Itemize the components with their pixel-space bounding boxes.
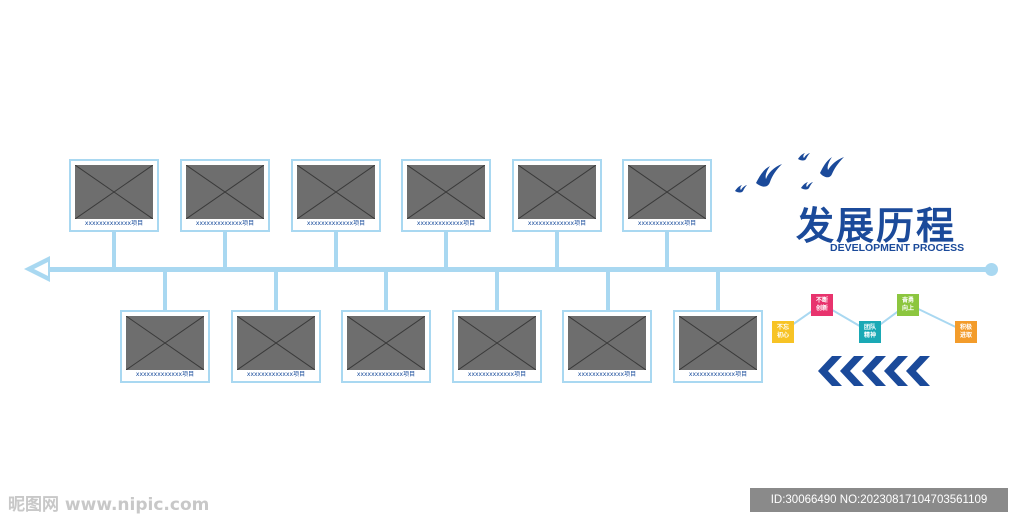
- image-placeholder-icon: [347, 316, 425, 370]
- photo-frame: xxxxxxxxxxxxx项目: [180, 159, 270, 232]
- bird-icon: [735, 153, 844, 193]
- frame-caption: xxxxxxxxxxxxx项目: [195, 220, 255, 227]
- image-placeholder-icon: [297, 165, 375, 219]
- connector: [274, 271, 278, 311]
- image-placeholder-icon: [186, 165, 264, 219]
- frame-caption: xxxxxxxxxxxxx项目: [135, 371, 195, 378]
- watermark-site: 昵图网 www.nipic.com: [8, 495, 210, 515]
- frame-caption: xxxxxxxxxxxxx项目: [84, 220, 144, 227]
- value-badge: 奋勇 向上: [897, 294, 919, 316]
- timeline-end-dot: [985, 263, 998, 276]
- frame-caption: xxxxxxxxxxxxx项目: [306, 220, 366, 227]
- photo-frame: xxxxxxxxxxxxx项目: [622, 159, 712, 232]
- connector: [112, 232, 116, 268]
- connector: [665, 232, 669, 268]
- photo-frame: xxxxxxxxxxxxx项目: [120, 310, 210, 383]
- frame-caption: xxxxxxxxxxxxx项目: [467, 371, 527, 378]
- chevron-left-icon: [818, 356, 930, 386]
- value-badge: 不忘 初心: [772, 321, 794, 343]
- connector: [495, 271, 499, 311]
- photo-frame: xxxxxxxxxxxxx项目: [512, 159, 602, 232]
- image-placeholder-icon: [628, 165, 706, 219]
- photo-frame: xxxxxxxxxxxxx项目: [341, 310, 431, 383]
- image-placeholder-icon: [407, 165, 485, 219]
- image-placeholder-icon: [237, 316, 315, 370]
- value-badge: 不断 创新: [811, 294, 833, 316]
- watermark-id: ID:30066490 NO:20230817104703561109: [750, 488, 1008, 512]
- value-badge: 团队 精神: [859, 321, 881, 343]
- frame-caption: xxxxxxxxxxxxx项目: [356, 371, 416, 378]
- value-badge: 积极 进取: [955, 321, 977, 343]
- frame-caption: xxxxxxxxxxxxx项目: [416, 220, 476, 227]
- connector: [334, 232, 338, 268]
- connector: [555, 232, 559, 268]
- photo-frame: xxxxxxxxxxxxx项目: [231, 310, 321, 383]
- image-placeholder-icon: [568, 316, 646, 370]
- page-title: 发展历程: [796, 204, 957, 248]
- image-placeholder-icon: [458, 316, 536, 370]
- frame-caption: xxxxxxxxxxxxx项目: [637, 220, 697, 227]
- page-subtitle: DEVELOPMENT PROCESS: [830, 242, 965, 254]
- photo-frame: xxxxxxxxxxxxx项目: [673, 310, 763, 383]
- frame-caption: xxxxxxxxxxxxx项目: [688, 371, 748, 378]
- connector: [384, 271, 388, 311]
- image-placeholder-icon: [126, 316, 204, 370]
- image-placeholder-icon: [518, 165, 596, 219]
- photo-frame: xxxxxxxxxxxxx项目: [452, 310, 542, 383]
- photo-frame: xxxxxxxxxxxxx项目: [291, 159, 381, 232]
- connector: [444, 232, 448, 268]
- frame-caption: xxxxxxxxxxxxx项目: [246, 371, 306, 378]
- photo-frame: xxxxxxxxxxxxx项目: [562, 310, 652, 383]
- connector: [606, 271, 610, 311]
- connector: [223, 232, 227, 268]
- photo-frame: xxxxxxxxxxxxx项目: [401, 159, 491, 232]
- frame-caption: xxxxxxxxxxxxx项目: [527, 220, 587, 227]
- connector: [716, 271, 720, 311]
- timeline-line: [40, 267, 992, 272]
- connector: [163, 271, 167, 311]
- photo-frame: xxxxxxxxxxxxx项目: [69, 159, 159, 232]
- image-placeholder-icon: [679, 316, 757, 370]
- timeline-arrow-notch: [34, 262, 48, 276]
- image-placeholder-icon: [75, 165, 153, 219]
- frame-caption: xxxxxxxxxxxxx项目: [577, 371, 637, 378]
